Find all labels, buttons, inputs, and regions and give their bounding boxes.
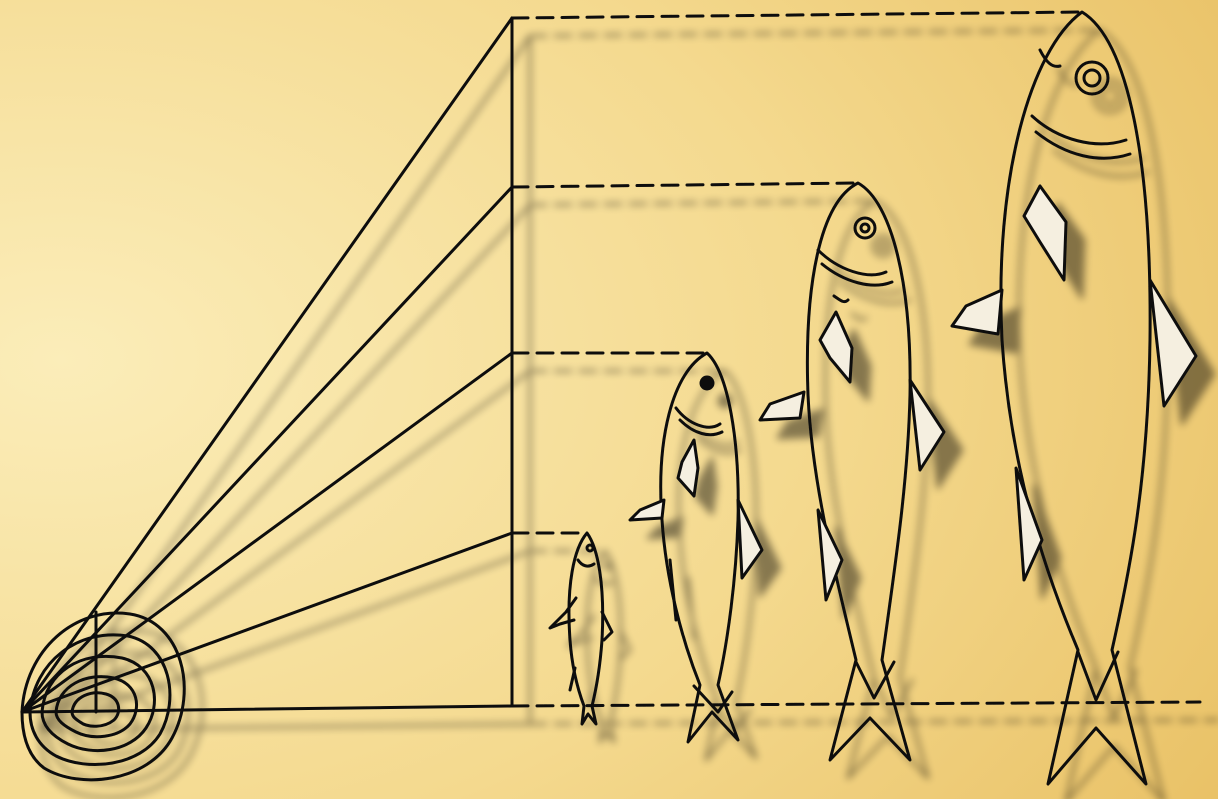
baseline-line: [512, 702, 1200, 706]
fish-icon: [550, 533, 612, 724]
fish-icon: [952, 12, 1196, 784]
level-line-second: [512, 183, 858, 187]
level-line-top: [512, 12, 1082, 18]
fish-icon: [760, 183, 944, 760]
projection-line-1: [22, 18, 512, 712]
projection-lines: [22, 18, 512, 712]
fish-scale-icon: [22, 612, 184, 780]
level-lines: [512, 12, 1200, 706]
fish-icon: [630, 353, 762, 742]
